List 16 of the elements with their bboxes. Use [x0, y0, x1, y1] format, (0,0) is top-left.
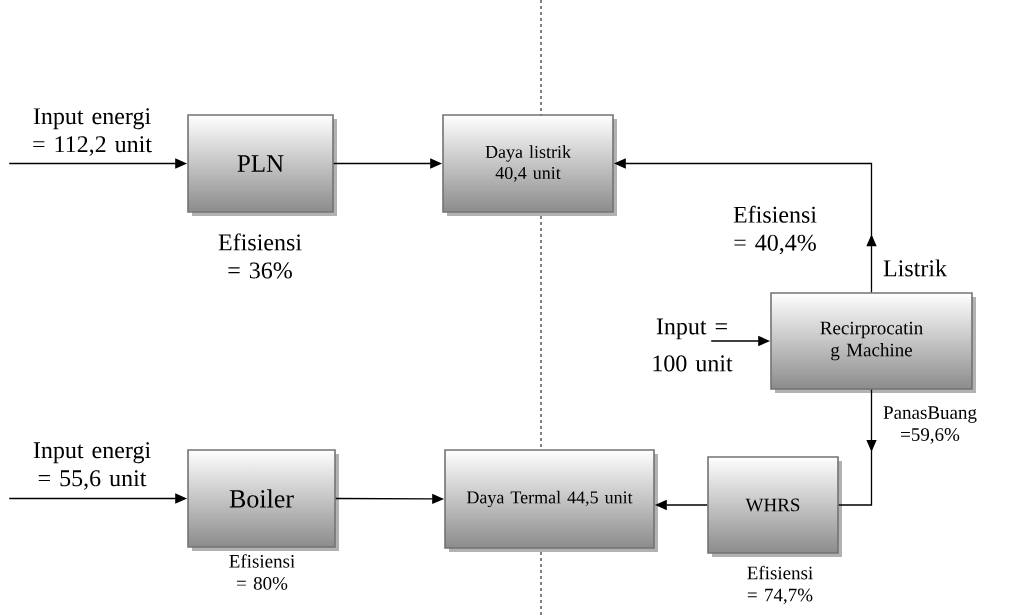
process-box: Boiler [187, 449, 339, 551]
process-box: PLN [187, 114, 337, 216]
edge-label: Input energi = 55,6 unit [33, 442, 151, 490]
process-box: Daya listrik 40,4 unit [442, 114, 617, 216]
edge-label: Listrik [883, 259, 947, 277]
process-box: Daya Termal 44,5 unit [444, 449, 658, 552]
efficiency-label: Efisiensi = 36% [218, 233, 302, 279]
edge-label: PanasBuang =59,6% [883, 406, 977, 444]
efficiency-label: Efisiensi = 80% [229, 554, 295, 590]
arrow [838, 389, 877, 506]
efficiency-label: Efisiensi = 40,4% [733, 205, 817, 255]
process-box: Recirprocatin g Machine [770, 292, 976, 393]
edge-label: Input = 100 unit [653, 318, 733, 372]
process-box: WHRS [707, 456, 842, 557]
efficiency-label: Efisiensi = 74,7% [747, 565, 813, 605]
edge-label: Input energi = 112,2 unit [33, 108, 152, 156]
